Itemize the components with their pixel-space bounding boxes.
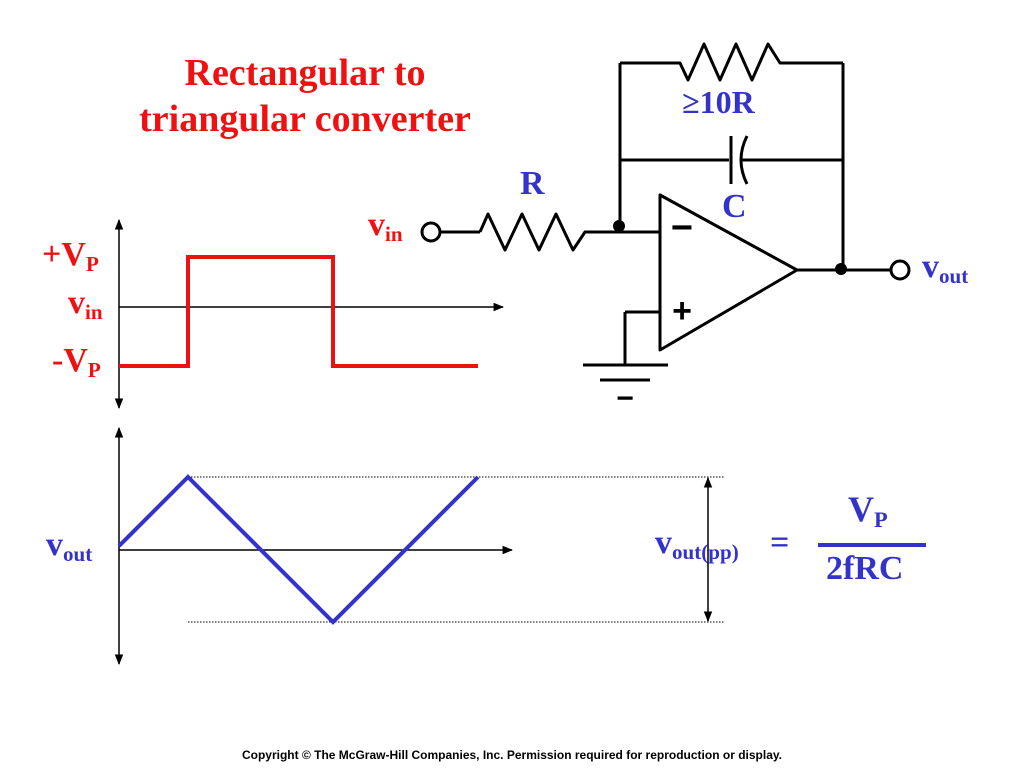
formula-numerator-main: V (848, 489, 874, 529)
upper-level-label-main: +V (42, 236, 86, 273)
lower-level-label: -VP (52, 342, 101, 383)
upper-level-label-sub: P (85, 251, 99, 276)
input-axis-label: vin (68, 284, 103, 325)
formula-lhs: vout(pp) (655, 524, 739, 565)
formula-equals: = (770, 524, 790, 561)
circuit-schematic (420, 42, 911, 382)
op-amp-inverting-sign: − (671, 207, 693, 249)
feedback-resistor (620, 42, 843, 82)
lower-level-label-main: -V (52, 342, 88, 379)
title-line-1: Rectangular to (184, 52, 426, 94)
input-terminal-label-sub: in (385, 221, 403, 246)
input-square-wave (119, 255, 478, 368)
capacitor-label: C (722, 188, 747, 225)
input-resistor-label: R (520, 165, 545, 202)
input-resistor (478, 212, 618, 252)
slide-title: Rectangular to triangular converter (60, 50, 550, 142)
output-terminal-label-sub: out (939, 263, 969, 288)
input-terminal (420, 221, 442, 243)
output-axis-label: vout (46, 526, 92, 567)
output-axis-label-sub: out (63, 541, 93, 566)
output-terminal-label: vout (922, 248, 968, 289)
output-waveform-axes (114, 426, 514, 666)
output-terminal-label-main: v (922, 248, 939, 285)
feedback-resistor-label: ≥10R (682, 84, 755, 120)
output-terminal (889, 259, 911, 281)
formula-numerator: VP (848, 488, 888, 533)
formula-lhs-main: v (655, 524, 672, 561)
title-line-2: triangular converter (139, 98, 471, 140)
input-terminal-label-main: v (368, 206, 385, 243)
summing-junction-dot (613, 220, 625, 232)
input-axis-label-main: v (68, 284, 85, 321)
ground-sign: − (616, 382, 634, 415)
output-junction-dot (835, 263, 847, 275)
output-triangle-wave (117, 474, 480, 625)
input-waveform-axes (114, 218, 505, 410)
formula-denominator: 2fRC (826, 550, 904, 587)
copyright-notice: Copyright © The McGraw-Hill Companies, I… (241, 748, 783, 762)
op-amp-triangle (658, 193, 799, 352)
upper-level-label: +VP (42, 236, 99, 277)
formula-numerator-sub: P (874, 507, 888, 533)
op-amp-noninverting-sign: + (672, 292, 692, 330)
input-axis-label-sub: in (85, 299, 103, 324)
input-terminal-label: vin (368, 206, 403, 247)
output-axis-label-main: v (46, 526, 63, 563)
lower-level-label-sub: P (87, 357, 101, 382)
formula-lhs-sub: out(pp) (672, 539, 739, 564)
